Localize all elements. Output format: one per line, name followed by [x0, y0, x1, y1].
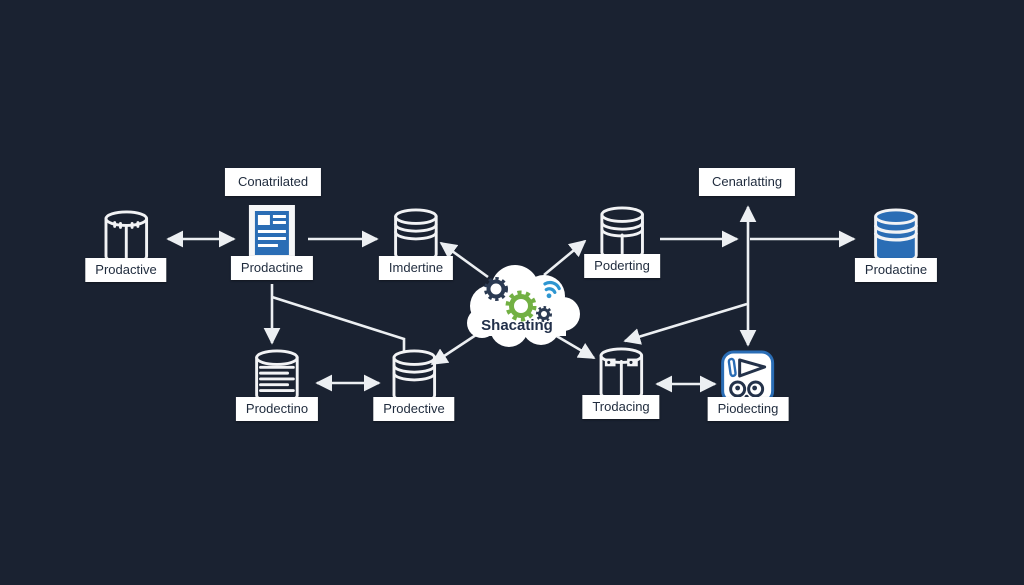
arrow-cloud-poderting: [543, 239, 587, 277]
document-icon: [243, 203, 301, 265]
cloud-label: Shacating: [481, 317, 553, 334]
node-cloud-shacating: Shacating: [446, 256, 588, 354]
node-label: Prodactive: [85, 258, 167, 282]
node-box-piodecting: Piodecting: [707, 348, 789, 421]
node-label: Prodectino: [235, 397, 319, 421]
node-label: Prodective: [373, 397, 455, 421]
node-label: Trodacing: [582, 395, 660, 419]
arrow-junction-trodacing: [623, 302, 748, 345]
node-label: Piodecting: [707, 397, 789, 421]
node-db-prodactine-blue: Prodactine: [854, 207, 938, 282]
node-db-poderting: Poderting: [584, 205, 660, 278]
node-label: Prodactine: [230, 256, 314, 280]
node-doc-prodactine: Prodactine: [230, 203, 314, 280]
line-prodactine-prodective: [271, 295, 406, 351]
node-db-imdertine: Imdertine: [378, 207, 454, 280]
node-label: Poderting: [584, 254, 660, 278]
node-db-prodactive: Prodactive: [85, 209, 167, 282]
gear-dark-icon: [484, 277, 508, 301]
gear-green-icon: [505, 290, 537, 322]
node-db-prodectino: Prodectino: [235, 348, 319, 421]
cloud-gears-icon: [446, 265, 588, 358]
database-blue-icon: [864, 207, 928, 267]
node-label: Prodactine: [854, 258, 938, 282]
node-db-prodective: Prodective: [373, 348, 455, 421]
arrow-cloud-imdertine: [439, 241, 489, 279]
floating-label-conatrilated: Conatrilated: [224, 168, 322, 196]
floating-label-cenarlatting: Cenarlatting: [698, 168, 796, 196]
arrow-cloud-prodective: [430, 329, 483, 366]
node-label: Imdertine: [378, 256, 454, 280]
wifi-icon: [543, 280, 561, 299]
gear-small-icon: [536, 306, 552, 322]
node-db-trodacing: Trodacing: [582, 346, 660, 419]
